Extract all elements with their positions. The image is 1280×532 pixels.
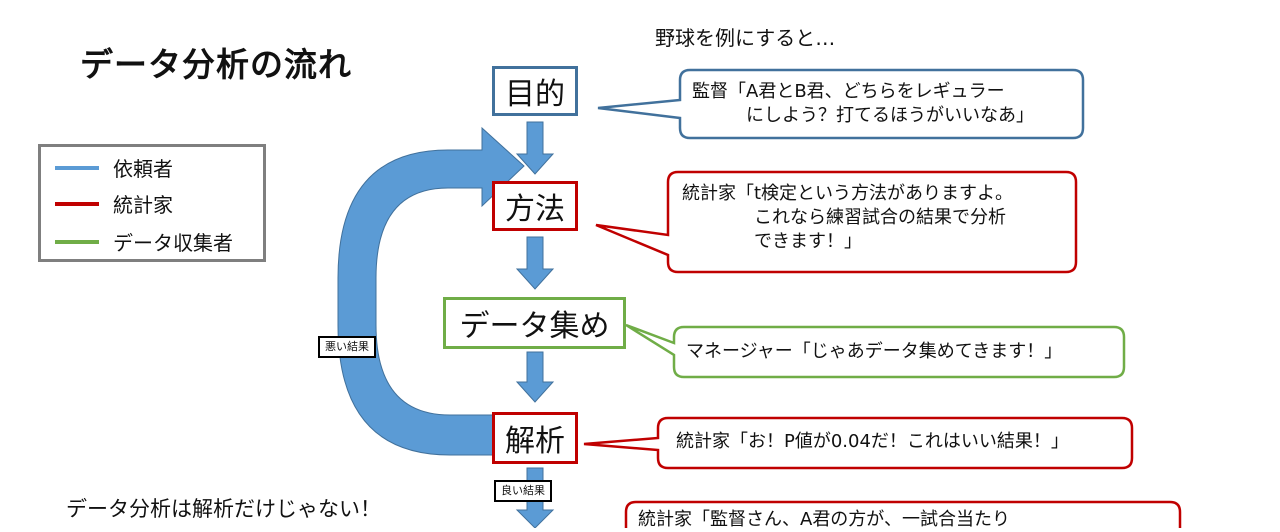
speech-bubble-client [597,68,1085,140]
red-line-icon [55,201,99,206]
legend-item-data-collector: データ収集者 [55,227,233,256]
down-arrow-icon [515,236,555,290]
blue-line-icon [55,165,99,170]
bubble-text-manager: マネージャー「じゃあデータ集めてきます！」 [686,341,1063,362]
legend-label: 依頼者 [113,157,173,181]
bubble-text-result: 統計家「監督さん、A君の方が、一試合当たり [638,509,1010,530]
bad-result-label: 悪い結果 [318,336,376,358]
bottom-note: データ分析は解析だけじゃない！ [66,497,381,521]
down-arrow-icon [515,351,555,403]
loop-arrow-icon [337,126,525,456]
legend-label: 統計家 [113,193,173,217]
speech-bubble-statistician-method [595,170,1078,274]
step-analysis: 解析 [492,412,578,464]
bubble-text-analysis: 統計家「お！P値が0.04だ！これはいい結果！」 [676,431,1069,452]
legend-item-statistician: 統計家 [55,189,173,218]
step-method: 方法 [492,181,578,231]
good-result-label: 良い結果 [494,480,552,502]
speech-bubble-statistician-analysis [583,416,1134,470]
legend-item-client: 依頼者 [55,153,173,182]
page-title: データ分析の流れ [80,45,352,84]
legend-label: データ収集者 [113,231,233,255]
down-arrow-icon [515,121,555,175]
step-purpose: 目的 [492,66,578,116]
legend: 依頼者 統計家 データ収集者 [38,144,266,262]
speech-bubble-statistician-result [624,500,1182,528]
step-data-collection: データ集め [443,297,626,349]
bubble-text-method: 統計家「t検定という方法がありますよ。 これなら練習試合の結果で分析 できます！… [682,183,1014,252]
green-line-icon [55,239,99,244]
bubble-text-client: 監督「A君とB君、どちらをレギュラー にしよう？打てるほうがいいなあ」 [692,81,1034,126]
speech-bubble-manager [625,323,1126,379]
example-caption: 野球を例にすると… [655,26,836,50]
